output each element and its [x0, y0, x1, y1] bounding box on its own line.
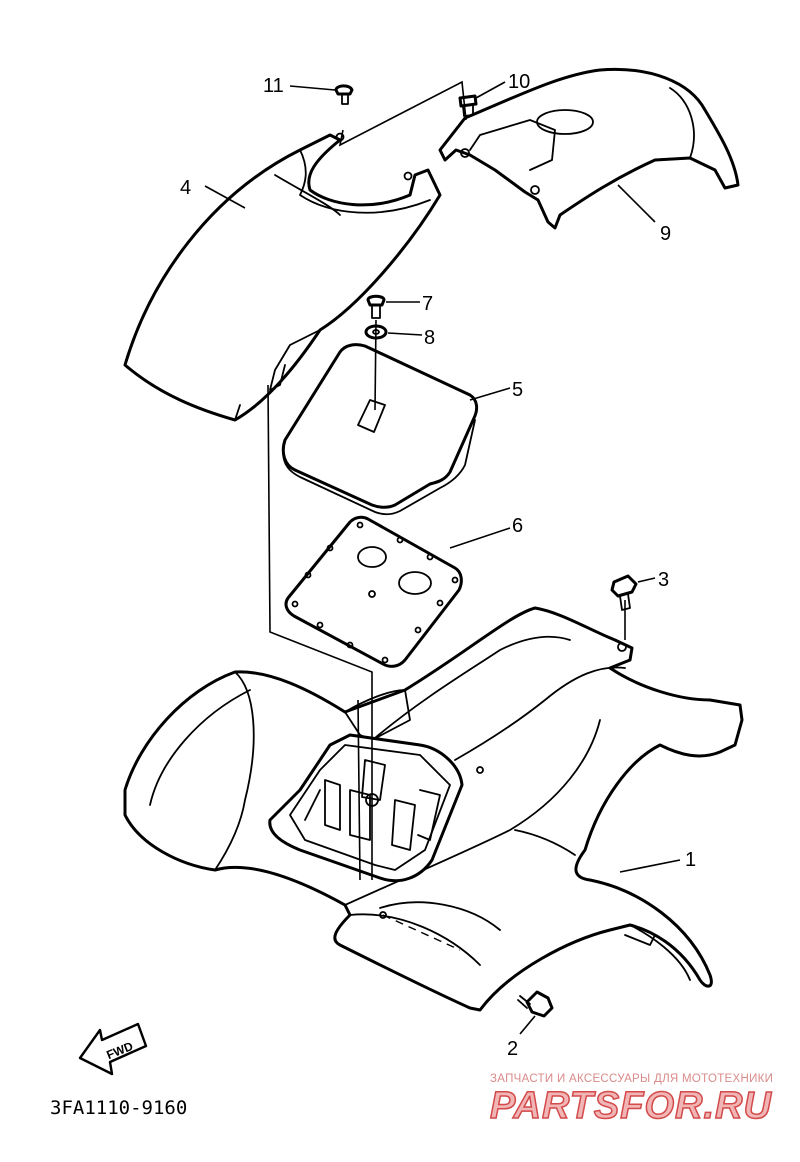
part-11-bolt: [334, 84, 354, 105]
callout-3: 3: [658, 569, 669, 591]
part-6-seal-plate: [284, 515, 463, 668]
assembly-lines: [267, 80, 626, 951]
callout-4: 4: [180, 177, 191, 199]
callout-numbers: 11 10 4 9 7 8 5 6 3 1 2: [180, 71, 696, 1060]
part-7-screw: [366, 294, 386, 319]
callout-2: 2: [507, 1038, 518, 1060]
callout-5: 5: [512, 379, 523, 401]
callout-11: 11: [263, 75, 284, 97]
part-1-rear-fender: [123, 606, 744, 1012]
part-3-bolt: [610, 574, 638, 611]
part-5-box-lid: [281, 343, 479, 516]
part-code: 3FA1110-9160: [50, 1097, 187, 1119]
part-10-bushing: [458, 94, 478, 117]
callout-10: 10: [508, 71, 530, 93]
callout-9: 9: [660, 223, 671, 245]
callout-1: 1: [685, 849, 696, 871]
callout-leaders: [204, 81, 681, 1035]
part-4-fender-cover: [123, 132, 442, 422]
callout-8: 8: [424, 327, 435, 349]
watermark-tagline: ЗАПЧАСТИ И АКСЕССУАРЫ ДЛЯ МОТОТЕХНИКИ: [490, 1073, 773, 1085]
part-9-cover: [438, 67, 740, 230]
fwd-arrow: FWD: [78, 1022, 148, 1076]
callout-7: 7: [422, 293, 433, 315]
callout-6: 6: [512, 515, 523, 537]
part-2-bolt: [517, 990, 554, 1018]
watermark-brand: PARTSFOR.RU: [490, 1085, 772, 1127]
watermark: ЗАПЧАСТИ И АКСЕССУАРЫ ДЛЯ МОТОТЕХНИКИ PA…: [489, 1073, 773, 1128]
